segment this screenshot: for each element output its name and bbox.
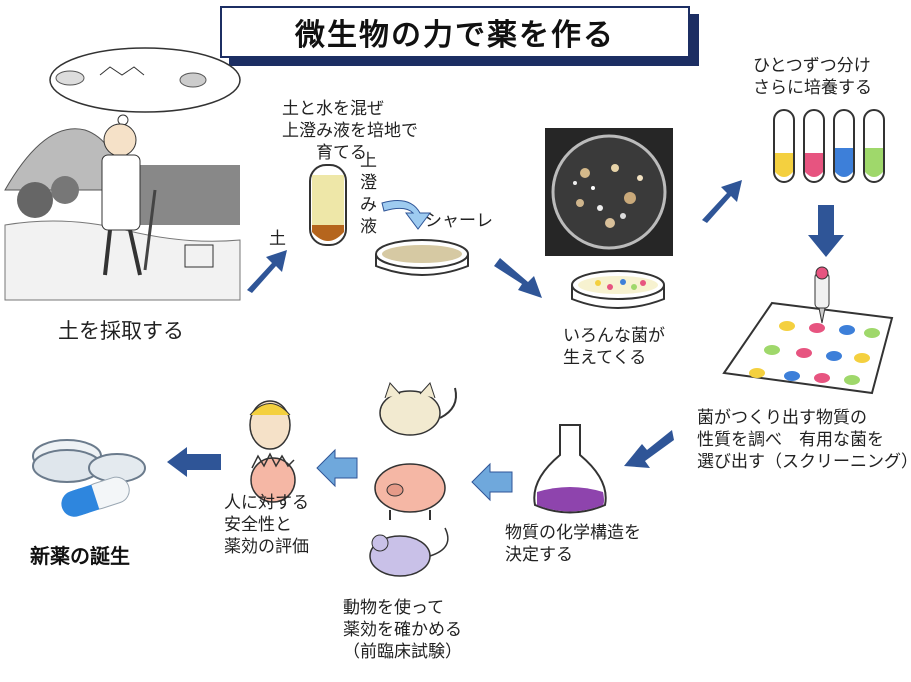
- label-animal-test: 動物を使って 薬効を確かめる （前臨床試験）: [343, 598, 462, 662]
- flask-illustration: [533, 424, 607, 514]
- pig-icon: [374, 463, 446, 513]
- arrow-to-animals: [471, 462, 513, 502]
- petri-dish-illustration: [375, 239, 469, 276]
- label-structure: 物質の化学構造を 決定する: [505, 523, 641, 565]
- label-human-test: 人に対する 安全性と 薬効の評価: [224, 493, 309, 557]
- test-tubes-illustration: [773, 109, 885, 183]
- label-screening: 菌がつくり出す物質の 性質を調べ 有用な菌を 選び出す（スクリーニング）: [697, 408, 911, 472]
- man-face-icon: [250, 457, 296, 503]
- pills-illustration: [32, 439, 146, 517]
- arrow-to-flask: [624, 430, 674, 468]
- label-mix-soil-water: 土と水を混ぜ 上澄み液を培地で 育てる: [282, 99, 418, 163]
- label-collect-soil: 土を採取する: [58, 319, 184, 343]
- humans-illustration: [249, 400, 296, 503]
- label-various-bacteria: いろんな菌が 生えてくる: [563, 326, 665, 368]
- capsule-icon: [61, 476, 130, 517]
- label-subculture: ひとつずつ分け さらに培養する: [753, 56, 872, 98]
- cat-icon: [379, 390, 441, 436]
- screening-plate-illustration: [722, 266, 894, 395]
- arrow-to-tube: [247, 250, 287, 293]
- arrow-to-drug: [167, 447, 221, 477]
- colony-dish-illustration: [571, 270, 665, 309]
- animals-illustration: [369, 382, 457, 577]
- soil-tube-illustration: [309, 164, 347, 246]
- thought-bubble: [49, 47, 241, 113]
- scientist-illustration: [4, 47, 241, 301]
- pour-arrow-illustration: [381, 200, 431, 230]
- arrow-to-humans: [316, 448, 358, 488]
- arrow-down-to-screening: [808, 205, 844, 257]
- arrow-to-plate: [494, 258, 542, 298]
- label-supernatant: 上 澄 み 液: [360, 151, 377, 237]
- title-box: 微生物の力で薬を作る: [220, 6, 690, 58]
- label-new-drug: 新薬の誕生: [30, 544, 130, 568]
- arrow-to-tubes: [702, 180, 742, 223]
- petri-photo: [545, 128, 673, 256]
- page-title: 微生物の力で薬を作る: [295, 18, 615, 53]
- label-soil: 土: [269, 229, 286, 249]
- label-petri-dish: シャーレ: [425, 211, 493, 231]
